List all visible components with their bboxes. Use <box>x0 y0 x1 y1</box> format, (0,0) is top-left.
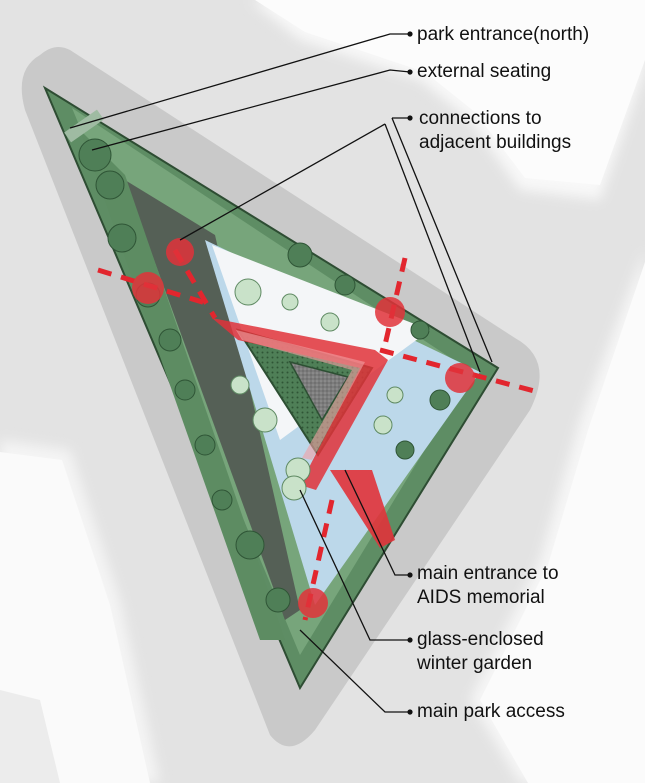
tree <box>287 242 313 268</box>
callout-line-seating-bench <box>179 123 386 241</box>
connection-circle <box>132 272 164 304</box>
label-glass-enclosed-winter-garden: glass-enclosed winter garden <box>417 628 544 676</box>
callout-line-external-seating <box>91 69 411 151</box>
label-main-park-access: main park access <box>417 700 565 724</box>
callout-line-winter-garden <box>299 489 410 641</box>
memorial-entrance-ramp <box>330 470 395 548</box>
tree <box>174 379 196 401</box>
memorial-ribbon-inner <box>236 330 365 460</box>
label-park-entrance-north: park entrance(north) <box>417 23 589 47</box>
callout-lines <box>69 33 493 713</box>
callout-line-main-entrance <box>344 469 410 576</box>
tree <box>235 530 265 560</box>
garden-tree <box>320 312 340 332</box>
connection-circle <box>166 238 194 266</box>
garden-tree <box>234 278 262 306</box>
callout-line-park-entrance <box>69 33 410 129</box>
garden-tree <box>281 475 307 501</box>
garden-tree <box>386 386 404 404</box>
callout-line-main-park-access <box>299 629 410 713</box>
callout-dot <box>407 637 413 643</box>
label-external-seating: external seating <box>417 60 551 84</box>
tree <box>107 223 137 253</box>
building-north-top <box>255 0 645 185</box>
callout-line-connections-a <box>384 123 481 373</box>
connection-circle <box>298 588 328 618</box>
entrance-stairs <box>64 109 104 143</box>
label-main-entrance-to-aids-memorial: main entrance to AIDS memorial <box>417 562 559 610</box>
tree <box>410 320 430 340</box>
tree <box>429 389 451 411</box>
callout-dot <box>407 572 413 578</box>
label-text: main park access <box>417 701 565 722</box>
callout-line-connections-b <box>391 117 493 363</box>
tree <box>334 274 356 296</box>
callout-dot <box>407 115 413 121</box>
label-text: glass-enclosed <box>417 629 544 650</box>
label-connections-to-adjacent-buildings: connections to adjacent buildings <box>419 107 571 155</box>
callout-dots <box>407 31 413 715</box>
label-text: adjacent buildings <box>419 132 572 153</box>
tree <box>395 440 415 460</box>
tree <box>211 489 233 511</box>
connection-circle <box>375 297 405 327</box>
label-text: main entrance to <box>417 563 559 584</box>
callout-dot <box>407 31 413 37</box>
tree <box>95 170 125 200</box>
building-east-top <box>480 262 645 783</box>
label-text: connections to <box>419 108 542 129</box>
tree <box>194 434 216 456</box>
garden-tree <box>252 407 278 433</box>
connection-circle <box>445 363 475 393</box>
garden-trees <box>230 278 404 501</box>
building-southwest <box>0 690 60 783</box>
label-text: AIDS memorial <box>417 587 545 608</box>
label-text: external seating <box>417 61 552 82</box>
garden-tree <box>373 415 393 435</box>
garden-tree <box>281 293 299 311</box>
connection-dash-north <box>382 257 408 346</box>
memorial-core <box>288 360 350 422</box>
callout-dot <box>407 709 413 715</box>
garden-tree <box>230 375 250 395</box>
callout-dot <box>407 69 413 75</box>
label-text: winter garden <box>417 653 533 674</box>
label-text: park entrance(north) <box>417 24 590 45</box>
tree <box>78 138 112 172</box>
tree <box>158 328 182 352</box>
connections <box>97 238 539 621</box>
tree <box>265 587 291 613</box>
